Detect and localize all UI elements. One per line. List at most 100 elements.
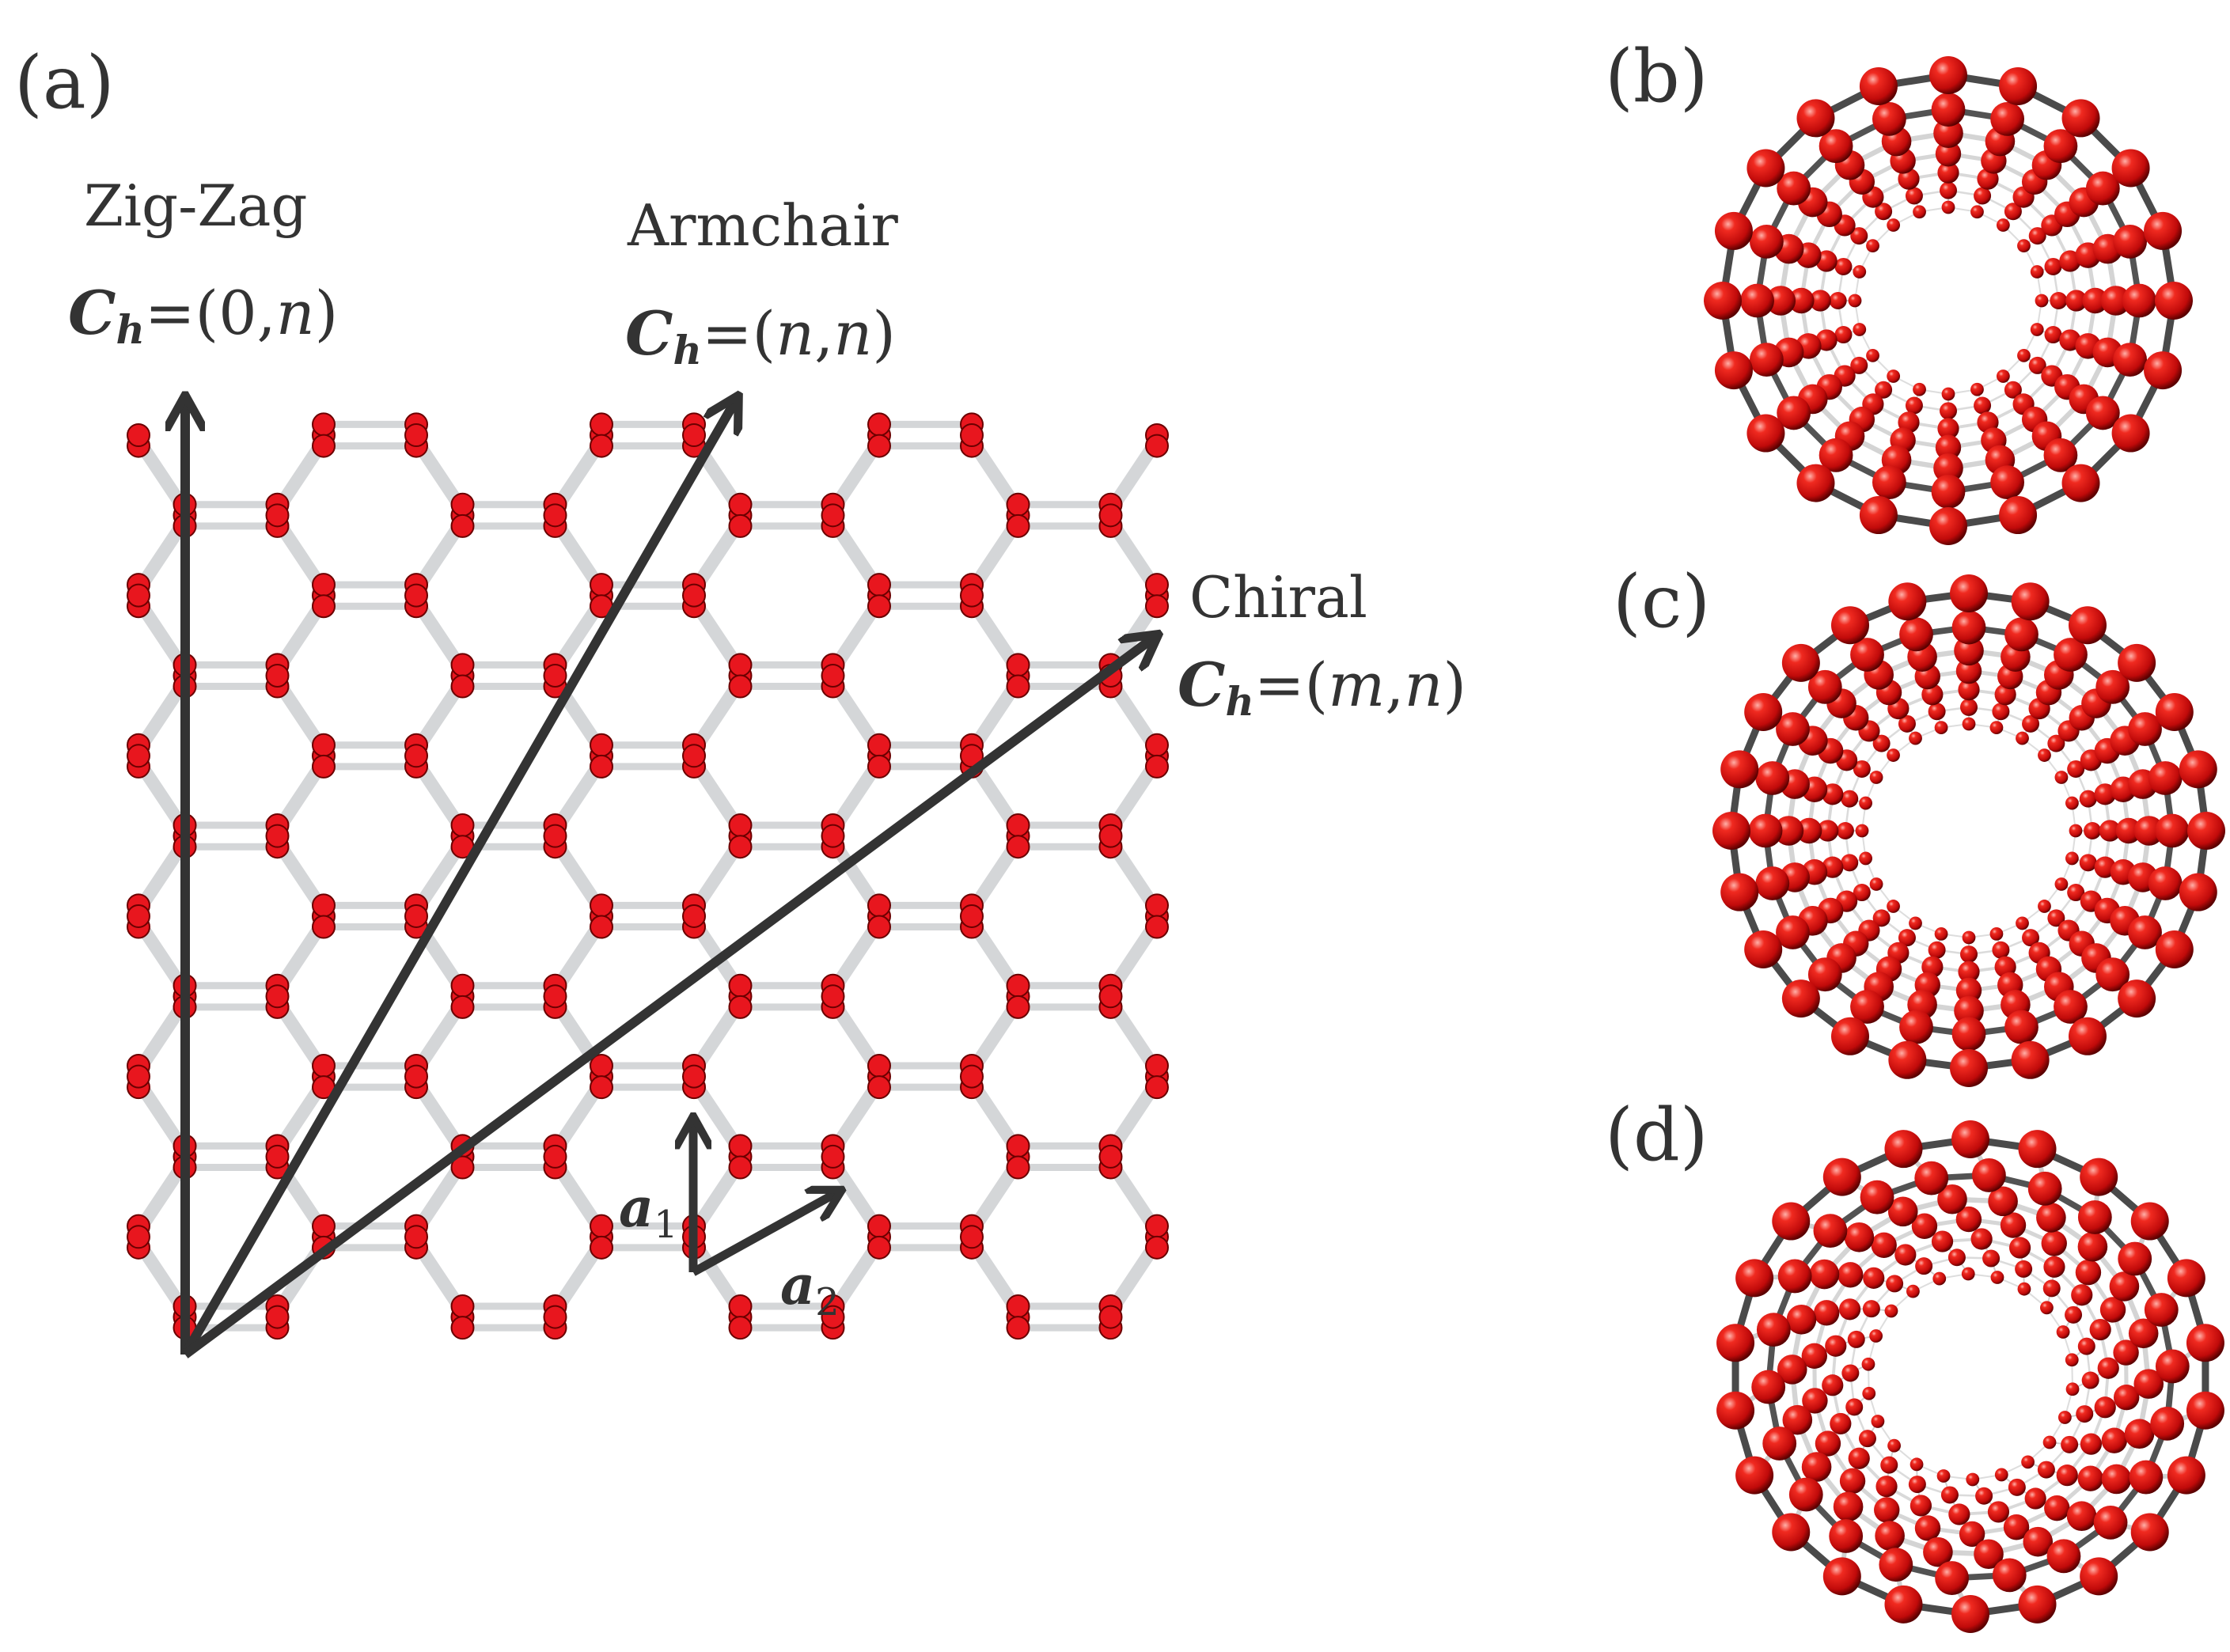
lattice-atom xyxy=(1145,733,1169,757)
lattice-atom xyxy=(590,915,613,939)
tube-atom xyxy=(1813,1300,1840,1326)
tube-atom xyxy=(1875,203,1893,221)
lattice-atom xyxy=(1098,1144,1123,1169)
lattice-atom xyxy=(590,412,613,437)
tube-atom xyxy=(1875,381,1893,399)
tube-atom xyxy=(1850,356,1868,374)
tube-atom xyxy=(1749,343,1784,377)
tube-atom xyxy=(1841,1364,1860,1382)
tube-atom xyxy=(2011,582,2050,621)
lattice-atom xyxy=(590,1214,613,1238)
lattice-atom xyxy=(543,503,567,528)
tube-atom xyxy=(1937,161,1959,184)
tube-atom xyxy=(1813,1214,1848,1248)
tube-atom xyxy=(1931,93,1966,127)
tube-atom xyxy=(1962,930,1976,945)
tube-atom xyxy=(1905,187,1923,205)
tube-atom xyxy=(2150,1406,2185,1441)
tube-atom xyxy=(1950,1049,1988,1087)
lattice-atom xyxy=(1145,434,1169,458)
tube-atom xyxy=(1935,1561,1969,1595)
tube-atom xyxy=(1884,1585,1923,1624)
lattice-atom xyxy=(404,1064,428,1089)
tube-atom xyxy=(2113,1385,2140,1411)
tube-atom xyxy=(1859,796,1873,810)
tube-atom xyxy=(1837,1262,1864,1288)
tube-atom xyxy=(2015,1260,2033,1278)
lattice-atom xyxy=(1145,573,1169,597)
tube-atom xyxy=(1788,287,1815,314)
lattice-atom xyxy=(960,423,984,447)
tube-atom xyxy=(1990,465,2025,500)
lattice-atom xyxy=(1006,513,1030,538)
lattice-atom xyxy=(450,674,475,699)
tube-atom xyxy=(2066,1501,2097,1532)
tube-atom xyxy=(1951,1120,1989,1158)
tube-atom xyxy=(2118,643,2156,682)
tube-atom xyxy=(1853,760,1871,778)
tube-atom xyxy=(2057,1411,2072,1424)
chiral-equation: Ch=(m,n) xyxy=(1178,650,1466,725)
tube-atom xyxy=(1845,1398,1864,1416)
tube-atom xyxy=(2044,326,2062,344)
lattice-atom xyxy=(821,984,845,1009)
lattice-atom xyxy=(867,1235,891,1260)
lattice-atom xyxy=(682,583,706,608)
tube-atom xyxy=(2044,1495,2070,1521)
tube-atom xyxy=(1844,1222,1875,1252)
tube-atom xyxy=(1974,396,1992,415)
zigzag-label: Zig-Zag xyxy=(84,172,308,239)
tube-atom xyxy=(1947,1248,1966,1267)
tube-atom xyxy=(2016,916,2029,930)
tube-atom xyxy=(1848,294,1862,308)
tube-atom xyxy=(1887,748,1900,762)
tube-atom xyxy=(1781,979,1820,1018)
tube-atom xyxy=(1855,824,1869,838)
tube-atom xyxy=(2069,606,2107,645)
lattice-atom xyxy=(1145,1214,1169,1238)
tube-atom xyxy=(1972,1158,2006,1192)
tube-atom xyxy=(1987,1501,2010,1523)
tube-atom xyxy=(1880,1456,1898,1474)
tube-atom xyxy=(1928,941,1946,959)
tube-atom xyxy=(1958,961,1980,983)
tube-atom xyxy=(1830,1412,1852,1435)
lattice-atom xyxy=(127,423,150,447)
tube-atom xyxy=(2118,1241,2152,1276)
lattice-atom xyxy=(728,674,753,699)
lattice-atom xyxy=(127,1064,150,1089)
lattice-atom xyxy=(867,412,891,437)
tube-atom xyxy=(1951,610,1986,645)
tube-atom xyxy=(1751,1370,1786,1404)
lattice-atom xyxy=(312,412,336,437)
lattice-atom xyxy=(543,663,567,688)
tube-atom xyxy=(1762,1427,1797,1461)
tube-atom xyxy=(2077,1337,2095,1355)
tube-atom xyxy=(1735,1259,1774,1298)
lattice-atom xyxy=(1006,813,1030,838)
tube-atom xyxy=(1937,1184,1967,1214)
tube-atom xyxy=(1788,1477,1823,1512)
tube-atom xyxy=(2148,761,2183,795)
tube-atom xyxy=(2050,292,2068,309)
lattice-atom xyxy=(1145,893,1169,918)
lattice-atom xyxy=(821,1144,845,1169)
panel-label-c: (c) xyxy=(1613,559,1710,644)
tube-atom xyxy=(2022,929,2040,947)
tube-atom xyxy=(2130,1202,2169,1241)
tube-atom xyxy=(1879,1548,1913,1582)
lattice-atom xyxy=(728,513,753,538)
tube-atom xyxy=(2023,1526,2054,1557)
tube-atom xyxy=(1704,282,1742,320)
lattice-atom xyxy=(404,1225,428,1249)
tube-atom xyxy=(1872,101,1906,136)
tube-atom xyxy=(2148,866,2183,900)
tube-atom xyxy=(2085,396,2120,430)
tube-atom xyxy=(1887,369,1901,383)
lattice-atom xyxy=(728,973,753,998)
tube-atom xyxy=(2027,1171,2062,1206)
tube-atom xyxy=(2095,669,2130,704)
tube-atom xyxy=(2042,1435,2057,1449)
tube-atom xyxy=(2115,817,2142,844)
lattice-atom xyxy=(867,594,891,619)
